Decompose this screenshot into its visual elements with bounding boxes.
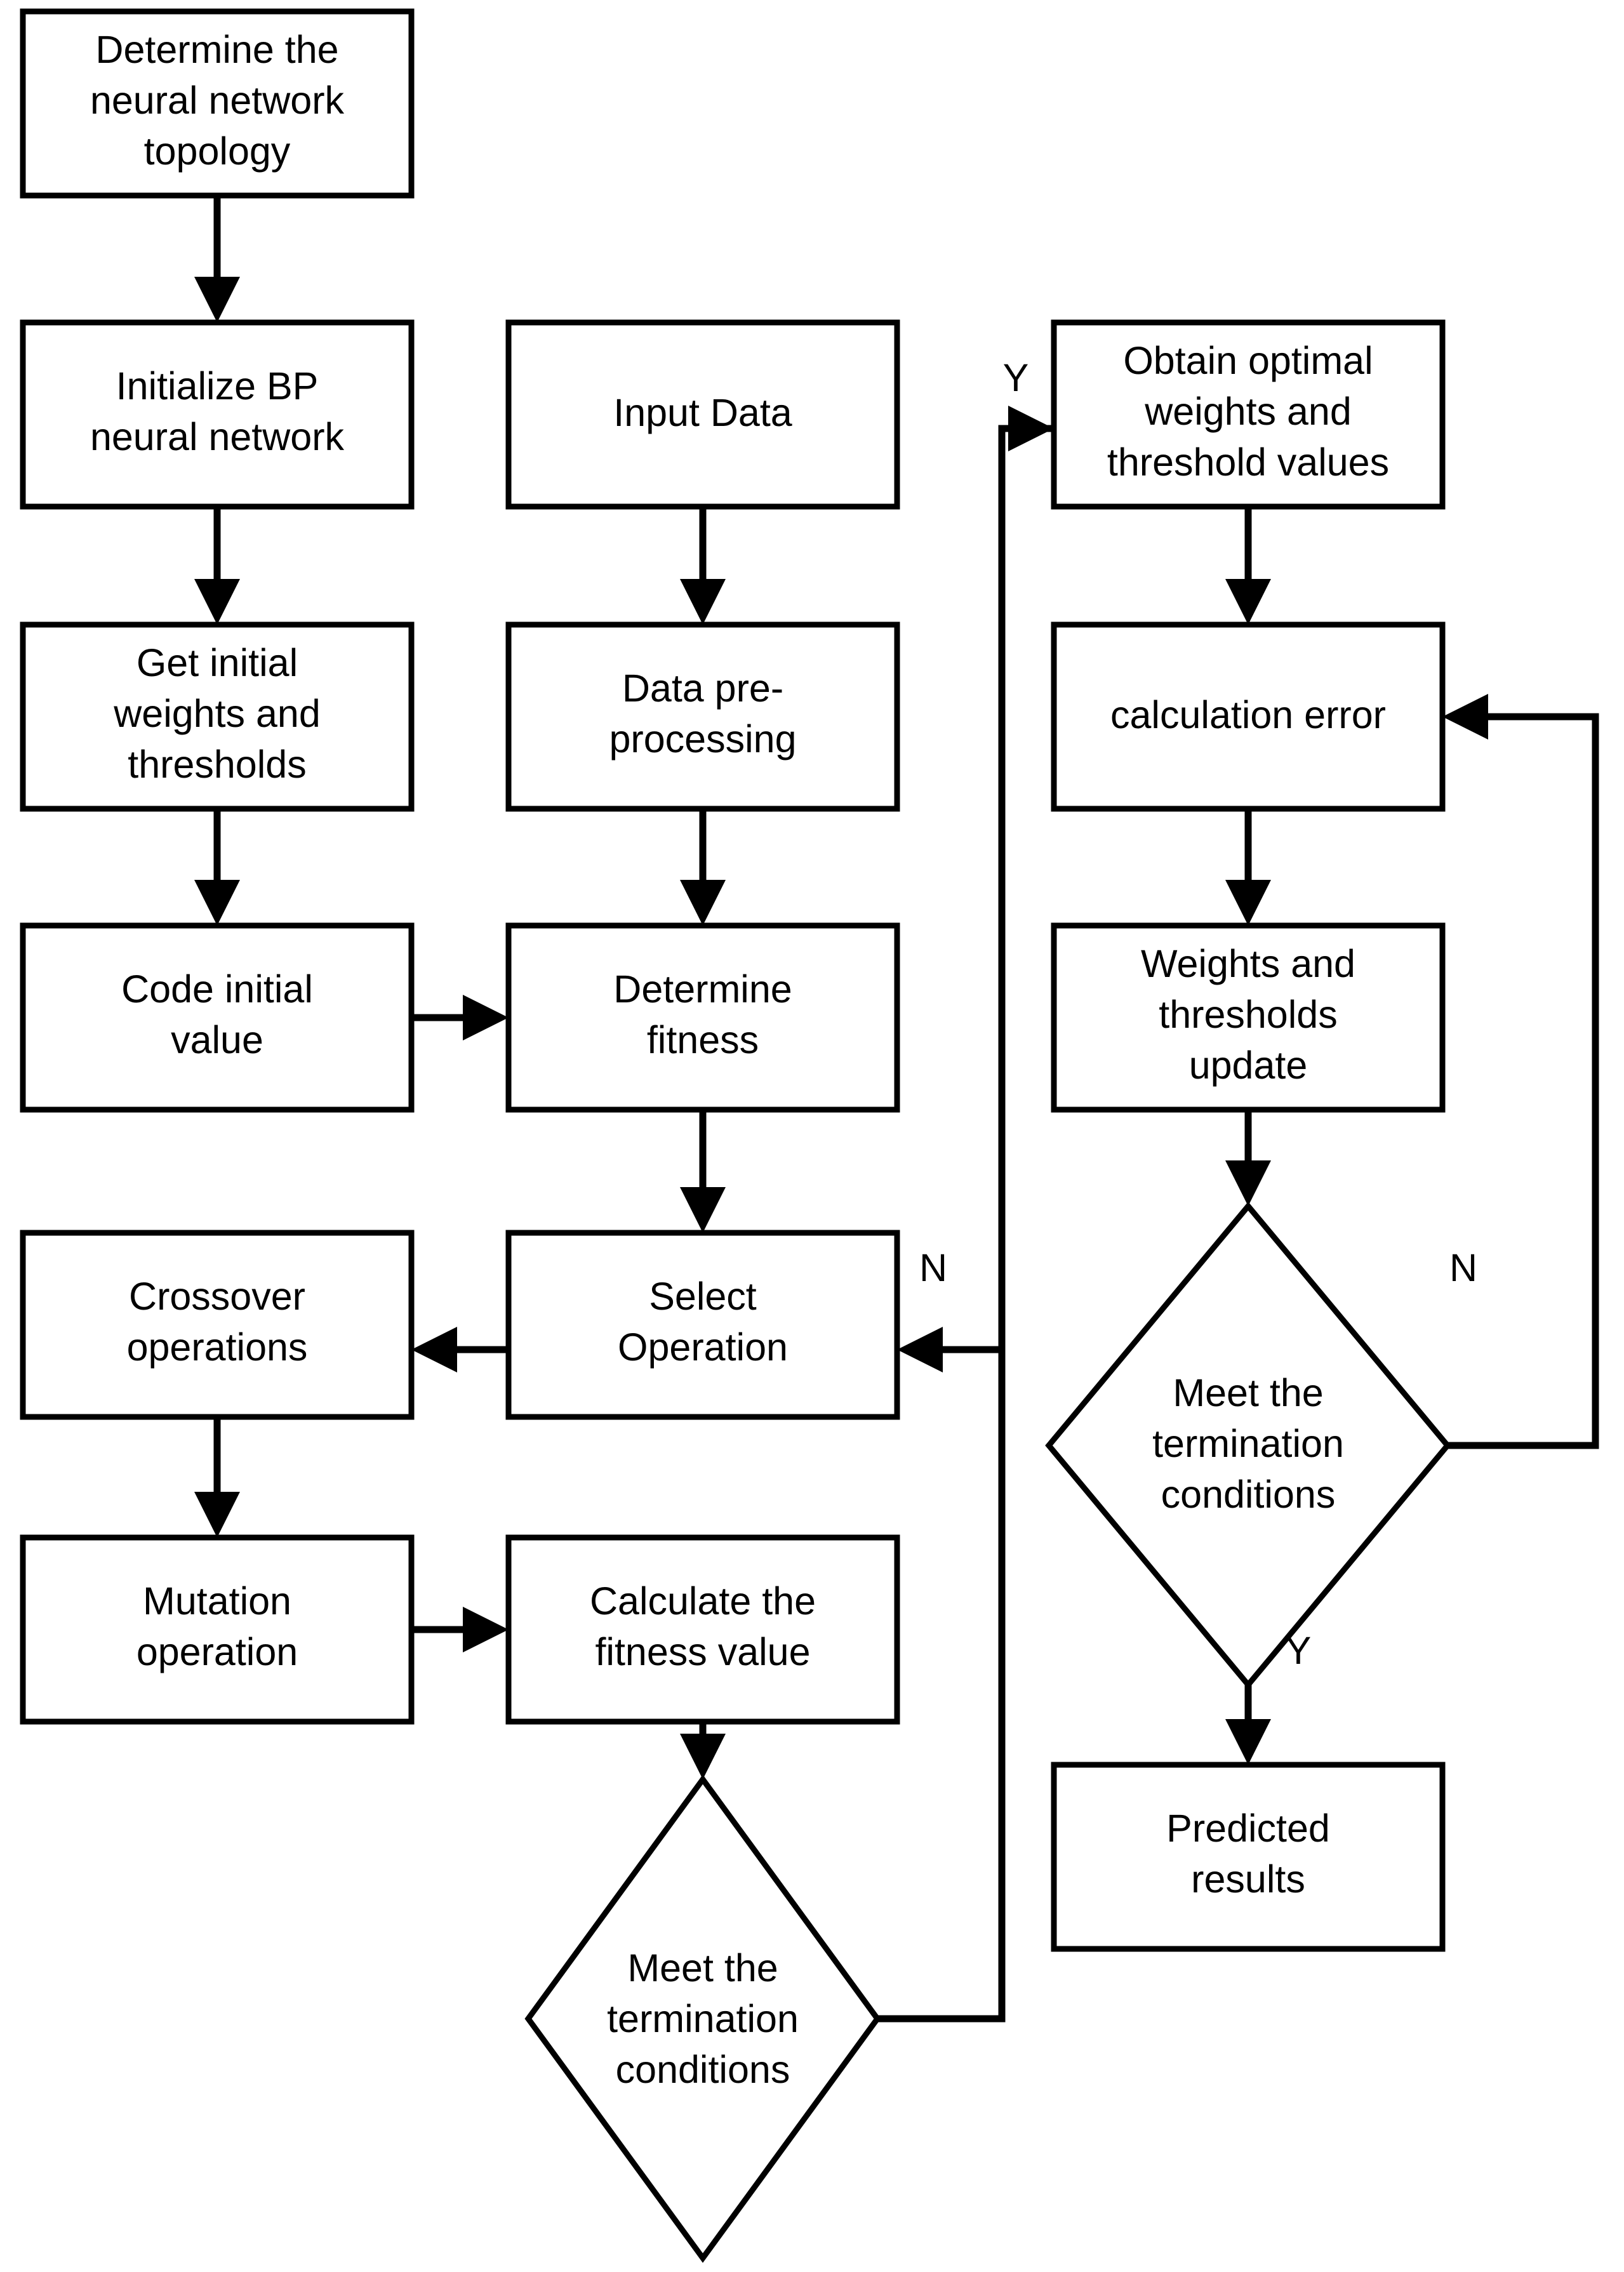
branch-label-n-calcerror: N <box>1449 1246 1477 1289</box>
edge-bpcheck-y-to-predicted <box>1225 1685 1271 1765</box>
node-label-line: Initialize BP <box>116 364 319 408</box>
node-initialize-bp[interactable]: Initialize BP neural network <box>20 319 415 510</box>
node-code-initial-value[interactable]: Code initial value <box>20 922 415 1113</box>
edge-input-to-preprocessing <box>680 507 726 625</box>
node-calculation-error[interactable]: calculation error <box>1051 621 1446 812</box>
node-crossover-operations[interactable]: Crossover operations <box>20 1230 415 1420</box>
node-mutation-operation[interactable]: Mutation operation <box>20 1534 415 1725</box>
node-label-line: thresholds <box>128 743 306 786</box>
node-ga-termination-check[interactable]: Meet the termination conditions <box>524 1774 881 2263</box>
edge-gacheck-n-to-select <box>877 1327 1006 2023</box>
edge-update-to-bpcheck <box>1225 1110 1271 1206</box>
node-label-line: calculation error <box>1110 693 1386 736</box>
edge-mutation-to-calcfitness <box>411 1607 509 1652</box>
node-label-line: fitness value <box>595 1630 810 1673</box>
node-label-line: Mutation <box>143 1579 291 1623</box>
node-label-line: topology <box>144 130 291 173</box>
node-select-operation[interactable]: Select Operation <box>505 1230 900 1420</box>
node-label-line: Code initial <box>121 967 313 1011</box>
node-label-line: fitness <box>647 1018 759 1061</box>
node-determine-fitness[interactable]: Determine fitness <box>505 922 900 1113</box>
node-get-initial-weights[interactable]: Get initial weights and thresholds <box>20 621 415 812</box>
node-label-line: Operation <box>618 1325 788 1369</box>
node-label-line: thresholds <box>1159 993 1337 1036</box>
node-label-line: results <box>1191 1857 1305 1901</box>
branch-label-y-predicted: Y <box>1286 1629 1312 1672</box>
edge-calcfitness-to-gacheck <box>680 1722 726 1779</box>
edge-select-to-crossover <box>411 1327 509 1372</box>
node-obtain-optimal-weights[interactable]: Obtain optimal weights and threshold val… <box>1051 319 1446 510</box>
node-label-line: Meet the <box>1173 1371 1323 1414</box>
edge-gacheck-y-to-obtain <box>998 406 1083 1350</box>
edge-calcerror-to-update <box>1225 809 1271 926</box>
node-predicted-results[interactable]: Predicted results <box>1051 1762 1446 1952</box>
edge-fitness-to-select <box>680 1110 726 1233</box>
branch-label-layer: Y N N Y <box>919 356 1477 1672</box>
node-bp-termination-check[interactable]: Meet the termination conditions <box>1045 1201 1451 1690</box>
branch-label-n-select: N <box>919 1246 947 1289</box>
node-label-line: processing <box>609 717 797 761</box>
edge-crossover-to-mutation <box>194 1417 240 1538</box>
node-label-line: Crossover <box>129 1275 305 1318</box>
node-label-line: Predicted <box>1166 1807 1330 1850</box>
node-weights-thresholds-update[interactable]: Weights and thresholds update <box>1051 922 1446 1113</box>
node-label-line: operation <box>136 1630 298 1673</box>
node-label-line: value <box>171 1018 263 1061</box>
node-label-line: termination <box>607 1997 799 2040</box>
node-label-line: Obtain optimal <box>1123 339 1373 382</box>
edge-getweights-to-code <box>194 809 240 926</box>
node-determine-topology[interactable]: Determine the neural network topology <box>20 8 415 199</box>
node-data-preprocessing[interactable]: Data pre- processing <box>505 621 900 812</box>
node-label-line: neural network <box>90 79 345 122</box>
node-label-line: neural network <box>90 415 345 458</box>
node-label-line: termination <box>1152 1422 1344 1465</box>
node-label-line: Weights and <box>1141 942 1355 985</box>
edge-initialize-to-getweights <box>194 507 240 625</box>
node-label-line: threshold values <box>1107 441 1389 484</box>
node-label-line: update <box>1189 1044 1308 1087</box>
node-label-line: Determine the <box>95 28 338 71</box>
node-label-line: conditions <box>1161 1473 1336 1516</box>
branch-label-y-obtain: Y <box>1003 356 1029 399</box>
node-label-line: Determine <box>613 967 792 1011</box>
node-calculate-fitness-value[interactable]: Calculate the fitness value <box>505 1534 900 1725</box>
edge-topology-to-initialize <box>194 196 240 322</box>
node-label-line: weights and <box>1144 390 1352 433</box>
node-label-line: Data pre- <box>622 667 783 710</box>
node-label-line: Meet the <box>627 1946 778 1990</box>
node-label-line: weights and <box>113 692 321 735</box>
node-label-line: Get initial <box>136 641 298 684</box>
node-label-line: operations <box>127 1325 308 1369</box>
edge-bpcheck-n-to-calcerror <box>1442 694 1599 1449</box>
node-input-data[interactable]: Input Data <box>505 319 900 510</box>
node-label-line: conditions <box>616 2048 790 2091</box>
node-label-line: Select <box>649 1275 757 1318</box>
edge-code-to-fitness <box>411 995 509 1040</box>
edge-preprocessing-to-fitness <box>680 809 726 926</box>
edge-obtain-to-calcerror <box>1225 507 1271 625</box>
node-label-line: Calculate the <box>590 1579 816 1623</box>
node-label-line: Input Data <box>613 391 792 434</box>
